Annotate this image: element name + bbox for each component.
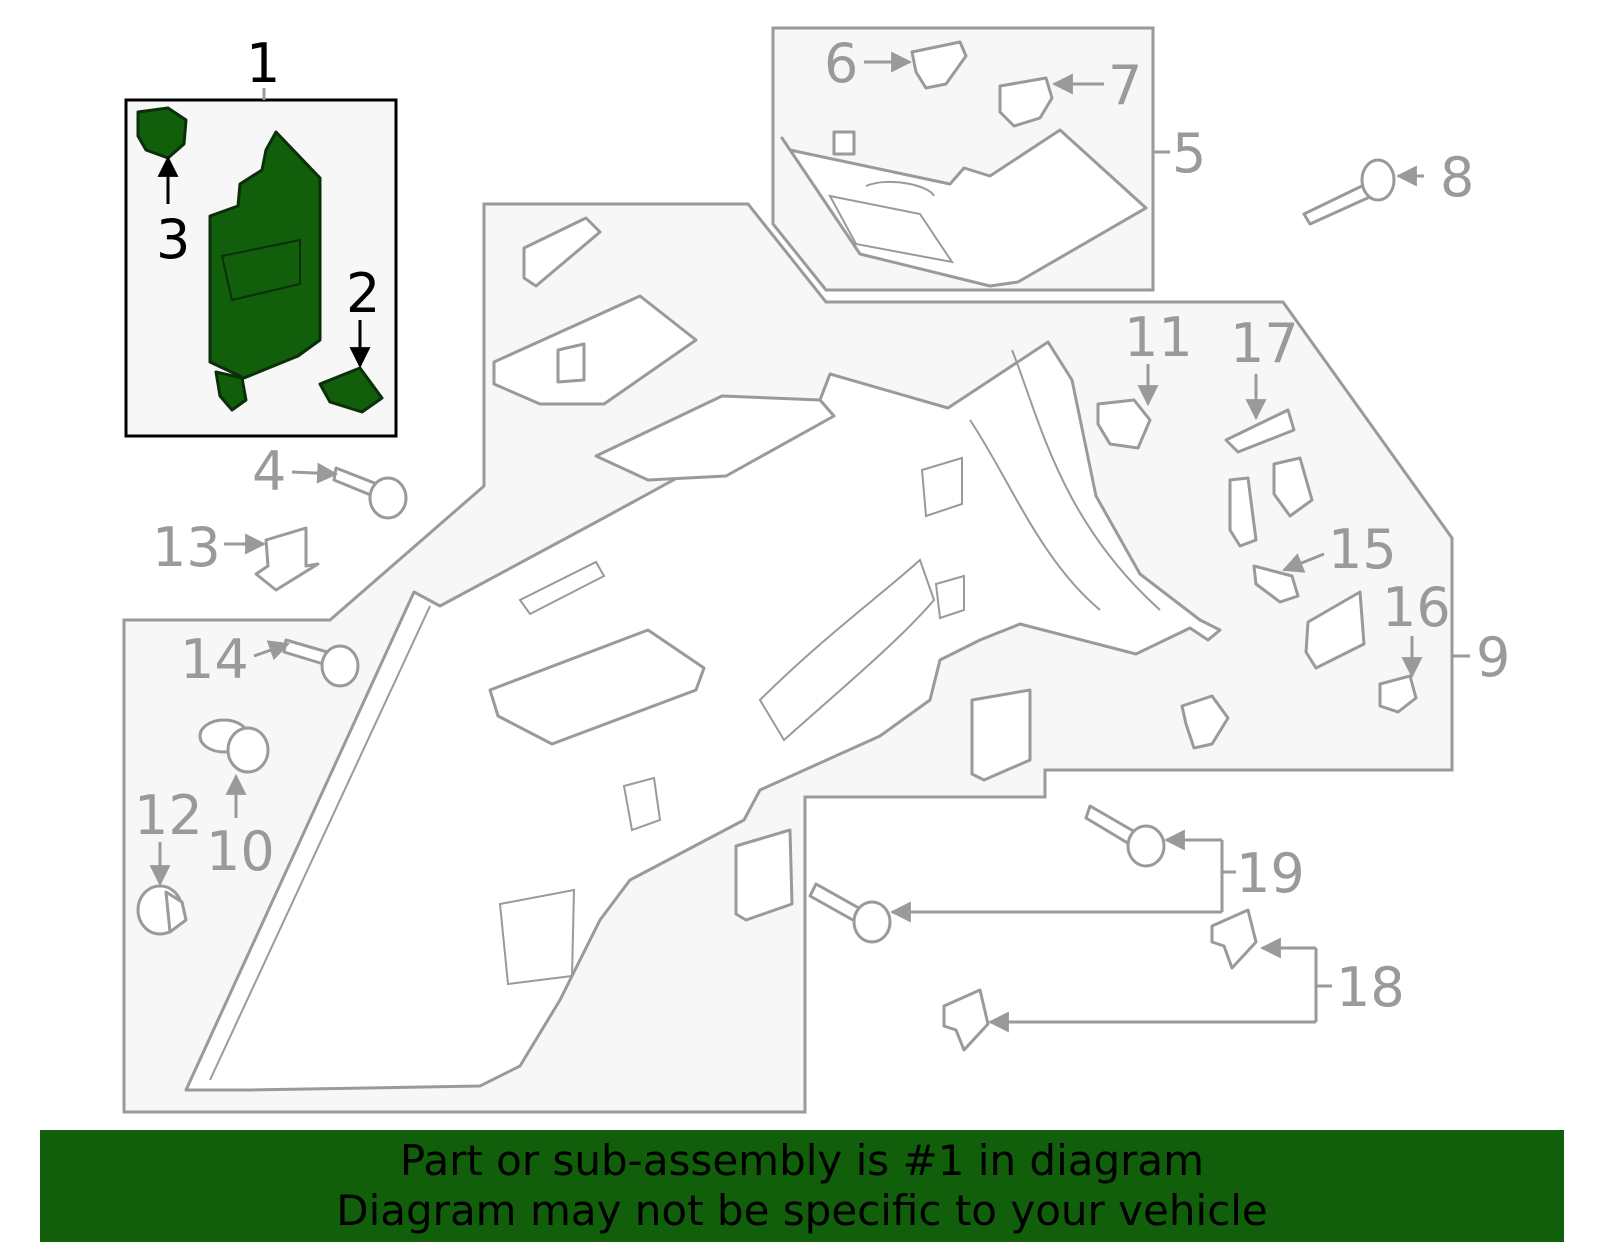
- screw-part-4[interactable]: [332, 466, 408, 520]
- trim-bracket-part-1[interactable]: [208, 130, 322, 412]
- storage-tray-part[interactable]: [492, 294, 698, 406]
- callout-4: 4: [252, 440, 286, 503]
- callout-17: 17: [1230, 312, 1299, 375]
- pushpin-part-10[interactable]: [198, 718, 270, 774]
- clip-part-18-lower[interactable]: [942, 988, 990, 1052]
- callout-12: 12: [134, 784, 203, 847]
- upper-trim-panel-5[interactable]: [780, 128, 1148, 288]
- banner-line-2: Diagram may not be specific to your vehi…: [336, 1186, 1268, 1235]
- callout-7: 7: [1108, 54, 1142, 117]
- quarter-trim-panel-9[interactable]: [184, 340, 1222, 1092]
- screw-part-19-lower[interactable]: [808, 882, 892, 944]
- clip-part-15[interactable]: [1252, 564, 1300, 604]
- callout-11: 11: [1124, 306, 1193, 369]
- callout-6: 6: [824, 32, 858, 95]
- clip-part-17[interactable]: [1224, 408, 1296, 454]
- callout-9: 9: [1476, 626, 1510, 689]
- callout-10: 10: [206, 820, 275, 883]
- callout-18: 18: [1336, 956, 1405, 1019]
- clip-part-7[interactable]: [998, 76, 1054, 128]
- banner-line-1: Part or sub-assembly is #1 in diagram: [399, 1136, 1205, 1185]
- callout-3: 3: [156, 208, 190, 271]
- cover-part[interactable]: [1304, 590, 1366, 670]
- clip-part-11[interactable]: [1096, 398, 1152, 450]
- callout-13: 13: [152, 516, 221, 579]
- callout-8: 8: [1440, 146, 1474, 209]
- callout-2: 2: [346, 262, 380, 325]
- callout-14: 14: [180, 628, 249, 691]
- clip-part-2[interactable]: [318, 366, 384, 414]
- callout-15: 15: [1328, 518, 1397, 581]
- screw-part-19-upper[interactable]: [1084, 804, 1166, 868]
- clip-part-18-upper[interactable]: [1210, 908, 1258, 970]
- callout-5: 5: [1172, 122, 1206, 185]
- vent-grille-part[interactable]: [522, 216, 602, 288]
- bracket-part[interactable]: [734, 688, 1032, 922]
- retainer-part[interactable]: [1228, 456, 1314, 548]
- screw-part-8[interactable]: [1302, 158, 1396, 226]
- pushpin-part[interactable]: [1180, 694, 1230, 750]
- clip-part-6[interactable]: [910, 40, 968, 90]
- callout-19: 19: [1236, 842, 1305, 905]
- screw-part-14[interactable]: [282, 638, 360, 688]
- clip-part-13[interactable]: [254, 526, 320, 592]
- info-banner: Part or sub-assembly is #1 in diagram Di…: [40, 1130, 1564, 1242]
- callout-16: 16: [1382, 576, 1451, 639]
- callout-1: 1: [246, 32, 280, 95]
- clip-part-3[interactable]: [136, 106, 188, 160]
